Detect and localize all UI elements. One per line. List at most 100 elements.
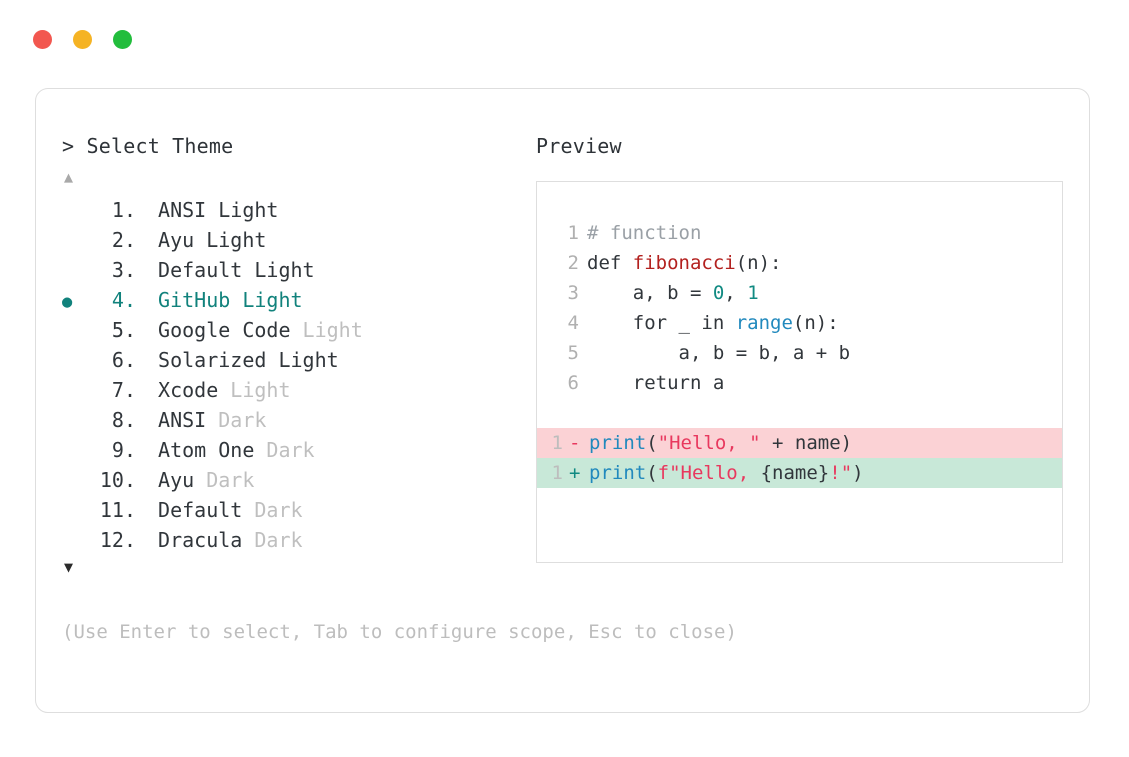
line-number: 6 bbox=[567, 372, 579, 394]
code-line: 5 a, b = b, a + b bbox=[553, 338, 1062, 368]
theme-item-name: GitHub Light bbox=[158, 288, 303, 312]
theme-item-name: Dracula bbox=[158, 528, 243, 552]
code-token-plain: ( bbox=[646, 432, 658, 454]
code-line: 3 a, b = 0, 1 bbox=[553, 278, 1062, 308]
maximize-window-button[interactable] bbox=[113, 30, 132, 49]
window-titlebar bbox=[33, 30, 132, 49]
theme-item-index: 3. bbox=[111, 258, 136, 282]
code-line-content: # function bbox=[587, 218, 1062, 248]
code-token-str: "Hello, " bbox=[657, 432, 761, 454]
theme-item-index: 6. bbox=[111, 348, 136, 372]
theme-list-item[interactable]: ● 4. GitHub Light bbox=[62, 285, 532, 315]
theme-item-name: Ayu Light bbox=[158, 228, 267, 252]
theme-item-name: Atom One bbox=[158, 438, 255, 462]
preview-title: Preview bbox=[536, 134, 622, 158]
theme-list-item[interactable]: 3. Default Light bbox=[62, 255, 532, 285]
code-token-plain: a, b = bbox=[587, 282, 713, 304]
diff-line-number: 1 bbox=[551, 462, 563, 484]
diff-sign: - bbox=[569, 432, 581, 454]
minimize-window-button[interactable] bbox=[73, 30, 92, 49]
theme-item-index: 11. bbox=[99, 498, 136, 522]
code-token-num: 1 bbox=[747, 282, 759, 304]
code-line: 1 # function bbox=[553, 218, 1062, 248]
diff-line-removed: 1-print("Hello, " + name) bbox=[537, 428, 1062, 458]
theme-item-name: Solarized Light bbox=[158, 348, 339, 372]
code-token-builtin: range bbox=[735, 312, 793, 334]
theme-list-item[interactable]: 9. Atom One Dark bbox=[62, 435, 532, 465]
code-token-plain: + name) bbox=[760, 432, 853, 454]
theme-list-item[interactable]: 1. ANSI Light bbox=[62, 195, 532, 225]
theme-item-gap bbox=[136, 465, 158, 495]
theme-list-item[interactable]: 8. ANSI Dark bbox=[62, 405, 532, 435]
theme-item-variant: Dark bbox=[242, 498, 303, 522]
line-number: 3 bbox=[567, 282, 579, 304]
code-line-content: def fibonacci(n): bbox=[587, 248, 1062, 278]
theme-list-item[interactable]: 2. Ayu Light bbox=[62, 225, 532, 255]
code-token-plain: ) bbox=[852, 462, 864, 484]
theme-item-variant: Light bbox=[290, 318, 363, 342]
theme-item-index: 9. bbox=[111, 438, 136, 462]
theme-item-gap bbox=[136, 495, 158, 525]
theme-item-gap bbox=[136, 375, 158, 405]
theme-item-name: Ayu bbox=[158, 468, 195, 492]
code-token-comment: # function bbox=[587, 222, 702, 244]
theme-item-index: 4. bbox=[111, 288, 136, 312]
theme-item-gap bbox=[136, 255, 158, 285]
diff-line-content: print("Hello, " + name) bbox=[589, 428, 852, 458]
code-line-content: a, b = 0, 1 bbox=[587, 278, 1062, 308]
theme-list-item[interactable]: 5. Google Code Light bbox=[62, 315, 532, 345]
code-line: 6 return a bbox=[553, 368, 1062, 398]
code-token-plain: a, b = b, a + b bbox=[587, 342, 851, 364]
code-line: 4 for _ in range(n): bbox=[553, 308, 1062, 338]
theme-list-item[interactable]: 10. Ayu Dark bbox=[62, 465, 532, 495]
theme-item-index: 8. bbox=[111, 408, 136, 432]
theme-item-gap bbox=[136, 195, 158, 225]
theme-item-gap bbox=[136, 345, 158, 375]
selected-bullet-icon: ● bbox=[62, 292, 73, 312]
code-token-plain: , bbox=[724, 282, 748, 304]
theme-list-item[interactable]: 11. Default Dark bbox=[62, 495, 532, 525]
theme-item-variant: Dark bbox=[206, 408, 267, 432]
line-number: 1 bbox=[567, 222, 579, 244]
diff-line-added: 1 + print(f"Hello, {name}!") bbox=[537, 458, 1062, 488]
code-token-plain: ( bbox=[646, 462, 658, 484]
theme-item-gap bbox=[136, 405, 158, 435]
diff-sign: + bbox=[569, 462, 581, 484]
theme-item-name: Default bbox=[158, 498, 243, 522]
diff-line-content: print(f"Hello, {name}!") bbox=[589, 458, 864, 488]
theme-item-name: Default Light bbox=[158, 258, 315, 282]
line-number: 5 bbox=[567, 342, 579, 364]
code-token-num: 0 bbox=[712, 282, 725, 304]
theme-list-item[interactable]: 12. Dracula Dark bbox=[62, 525, 532, 555]
theme-item-gap bbox=[136, 225, 158, 255]
theme-item-gap bbox=[136, 315, 158, 345]
theme-item-name: ANSI Light bbox=[158, 198, 279, 222]
close-window-button[interactable] bbox=[33, 30, 52, 49]
scroll-up-icon[interactable]: ▲ bbox=[64, 168, 74, 186]
prompt-title: Select Theme bbox=[86, 134, 234, 158]
code-token-plain: {name} bbox=[760, 462, 830, 484]
theme-item-index: 12. bbox=[99, 528, 136, 552]
theme-item-name: ANSI bbox=[158, 408, 207, 432]
code-token-str: f"Hello, bbox=[657, 462, 761, 484]
code-token-plain: def bbox=[587, 252, 633, 274]
page-title: > Select Theme bbox=[62, 135, 532, 157]
theme-item-gap bbox=[136, 285, 158, 315]
diff-line-number: 1 bbox=[551, 432, 563, 454]
scroll-down-icon[interactable]: ▼ bbox=[64, 558, 74, 576]
code-token-builtin: print bbox=[589, 462, 647, 484]
theme-item-index: 7. bbox=[111, 378, 136, 402]
theme-item-gap bbox=[136, 435, 158, 465]
keyboard-hint: (Use Enter to select, Tab to configure s… bbox=[62, 621, 737, 643]
theme-list-item[interactable]: 7. Xcode Light bbox=[62, 375, 532, 405]
theme-item-gap bbox=[136, 525, 158, 555]
theme-list-item[interactable]: 6. Solarized Light bbox=[62, 345, 532, 375]
theme-item-variant: Dark bbox=[254, 438, 315, 462]
code-token-plain: (n): bbox=[735, 252, 782, 274]
